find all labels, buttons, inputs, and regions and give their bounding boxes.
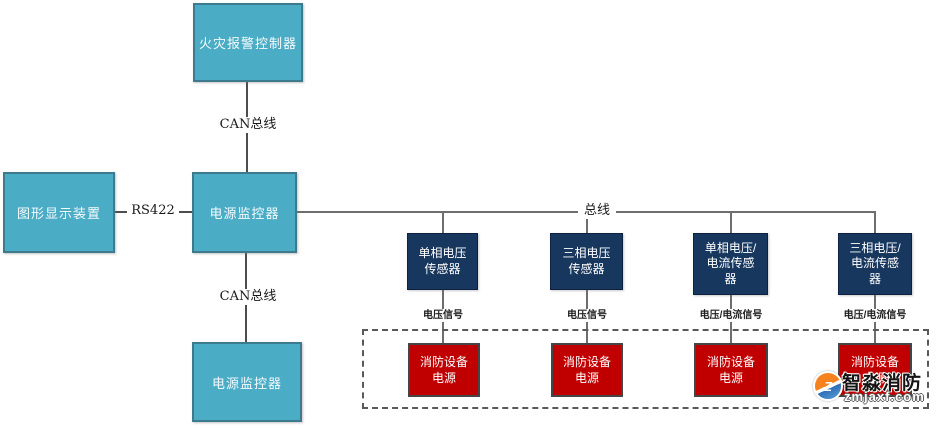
bus-label: 总线 bbox=[578, 203, 616, 219]
watermark-logo-glyph: Z bbox=[824, 378, 832, 394]
signal-label-2: 电压信号 bbox=[547, 309, 627, 322]
signal-label-4: 电压/电流信号 bbox=[830, 309, 920, 322]
watermark-site: zmjaxf.com bbox=[844, 389, 925, 404]
sensor-4-label: 三相电压/ 电流传感 器 bbox=[849, 240, 901, 286]
fire-power-supply-2-label: 消防设备 电源 bbox=[562, 354, 611, 385]
node-power-monitor-2: 电源监控器 bbox=[192, 342, 302, 422]
node-sensor-three-phase-voltage-current: 三相电压/ 电流传感 器 bbox=[838, 233, 912, 295]
bus-drop-sensor-2 bbox=[586, 212, 588, 233]
bus-drop-sensor-4 bbox=[874, 212, 876, 233]
node-fire-power-supply-3: 消防设备 电源 bbox=[694, 343, 768, 397]
rs422-label: RS422 bbox=[127, 203, 179, 219]
node-power-monitor-label: 电源监控器 bbox=[209, 206, 280, 221]
fire-power-supply-group-border bbox=[362, 329, 929, 409]
node-graphic-display-device-label: 图形显示装置 bbox=[16, 206, 101, 221]
can-bus-bottom-label: CAN总线 bbox=[215, 289, 281, 305]
sensor-1-label: 单相电压 传感器 bbox=[418, 245, 467, 276]
sensor-2-label: 三相电压 传感器 bbox=[562, 245, 611, 276]
bus-drop-sensor-3 bbox=[730, 212, 732, 233]
bus-drop-sensor-1 bbox=[442, 212, 444, 233]
fire-power-supply-4-label: 消防设备 电源 bbox=[850, 354, 899, 385]
signal-label-3: 电压/电流信号 bbox=[686, 309, 776, 322]
fire-power-supply-1-label: 消防设备 电源 bbox=[419, 354, 468, 385]
node-fire-alarm-controller: 火灾报警控制器 bbox=[193, 3, 303, 82]
node-power-monitor-2-label: 电源监控器 bbox=[211, 375, 282, 391]
watermark-brand: 智淼消防 bbox=[842, 373, 923, 394]
node-sensor-single-phase-voltage-current: 单相电压/ 电流传感 器 bbox=[693, 233, 768, 295]
node-fire-power-supply-2: 消防设备 电源 bbox=[551, 343, 623, 397]
watermark-logo-icon: Z bbox=[813, 371, 843, 401]
node-sensor-three-phase-voltage: 三相电压 传感器 bbox=[550, 233, 623, 290]
signal-label-1: 电压信号 bbox=[403, 309, 483, 322]
node-power-monitor: 电源监控器 bbox=[192, 172, 297, 253]
node-fire-alarm-controller-label: 火灾报警控制器 bbox=[198, 36, 297, 51]
node-fire-power-supply-1: 消防设备 电源 bbox=[408, 343, 480, 397]
node-graphic-display-device: 图形显示装置 bbox=[3, 172, 115, 253]
sensor-3-label: 单相电压/ 电流传感 器 bbox=[704, 240, 757, 286]
fire-power-supply-3-label: 消防设备 电源 bbox=[706, 354, 755, 385]
node-sensor-single-phase-voltage: 单相电压 传感器 bbox=[407, 233, 478, 290]
can-bus-top-label: CAN总线 bbox=[215, 117, 281, 133]
node-fire-power-supply-4: 消防设备 电源 bbox=[838, 343, 912, 397]
